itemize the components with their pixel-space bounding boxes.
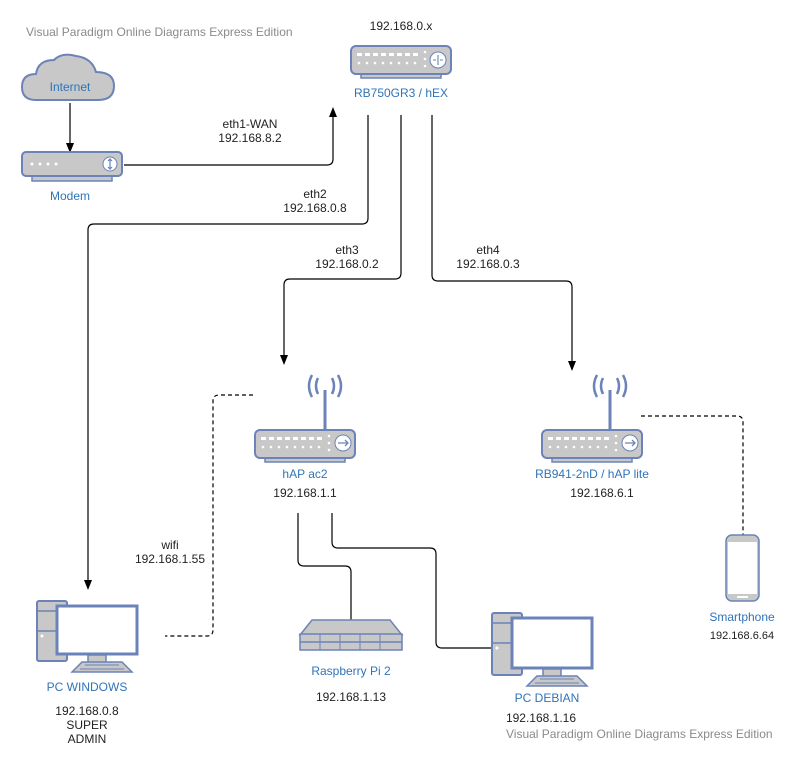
hap-lite-label: RB941-2nD / hAP lite xyxy=(535,467,649,481)
cloud-icon[interactable] xyxy=(20,53,116,101)
pc-debian-label: PC DEBIAN xyxy=(514,691,580,705)
desktop-pc-icon[interactable] xyxy=(36,600,139,673)
link-eth4[interactable] xyxy=(431,115,576,371)
smartphone-label: Smartphone xyxy=(709,610,775,624)
core-router-ip: 192.168.0.x xyxy=(369,19,433,33)
watermark-top: Visual Paradigm Online Diagrams Express … xyxy=(26,25,293,39)
link-eth2[interactable] xyxy=(84,115,369,590)
link-wifi-windows[interactable] xyxy=(165,394,253,637)
pc-debian-ip: 192.168.1.16 xyxy=(505,711,577,725)
modem-label: Modem xyxy=(49,189,90,203)
link-hap-debian[interactable] xyxy=(331,513,492,649)
pc-windows-label: PC WINDOWS xyxy=(46,680,128,694)
wireless-router-icon[interactable] xyxy=(254,374,356,463)
raspberry-label: Raspberry Pi 2 xyxy=(311,664,391,678)
link-eth1-wan[interactable] xyxy=(124,107,337,166)
desktop-pc-icon[interactable] xyxy=(491,612,594,687)
link-eth3[interactable] xyxy=(280,115,402,365)
smartphone-ip: 192.168.6.64 xyxy=(709,630,775,642)
link-hap-raspberry[interactable] xyxy=(297,513,352,620)
wifi-label: wifi 192.168.1.55 xyxy=(134,538,206,566)
wireless-router-icon[interactable] xyxy=(541,374,643,463)
hap-ac2-label: hAP ac2 xyxy=(282,467,328,481)
smartphone-icon[interactable] xyxy=(725,534,760,602)
modem-icon[interactable] xyxy=(21,151,123,182)
eth4-label: eth4 192.168.0.3 xyxy=(456,243,520,271)
watermark-bottom: Visual Paradigm Online Diagrams Express … xyxy=(506,727,773,741)
raspberry-ip: 192.168.1.13 xyxy=(315,690,387,704)
router-icon[interactable] xyxy=(350,45,452,79)
internet-label: Internet xyxy=(49,80,91,94)
eth3-label: eth3 192.168.0.2 xyxy=(315,243,379,271)
server-icon[interactable] xyxy=(298,619,404,651)
link-wifi-smartphone[interactable] xyxy=(641,415,744,535)
hap-ac2-ip: 192.168.1.1 xyxy=(273,486,337,500)
hap-lite-ip: 192.168.6.1 xyxy=(570,486,634,500)
eth2-label: eth2 192.168.0.8 xyxy=(283,187,347,215)
pc-windows-info: 192.168.0.8 SUPER ADMIN xyxy=(55,704,119,746)
core-router-label: RB750GR3 / hEX xyxy=(353,86,449,100)
eth1-wan-label: eth1-WAN 192.168.8.2 xyxy=(218,117,282,145)
